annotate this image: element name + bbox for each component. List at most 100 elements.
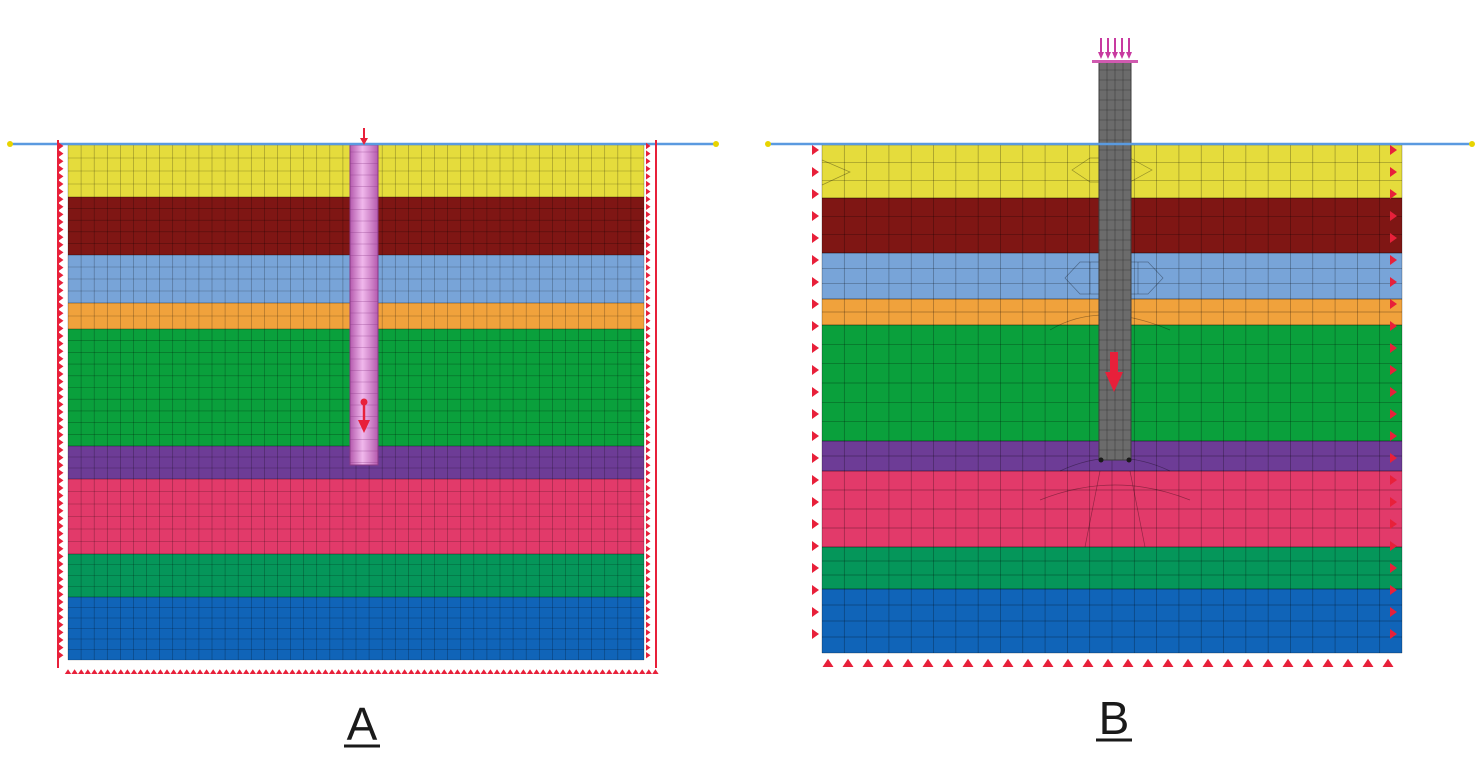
panel-a-left-support [59, 218, 64, 226]
panel-a-right-support [646, 424, 651, 431]
panel-a-right-support [646, 576, 651, 583]
panel-a-right-support [646, 393, 651, 400]
panel-b-bottom-support [1322, 658, 1334, 667]
panel-a-layer-9 [68, 597, 644, 660]
panel-b-right-support [1390, 585, 1397, 595]
panel-b-right-support [1390, 189, 1397, 199]
panel-a-right-support [646, 492, 651, 499]
panel-a-left-support [59, 644, 64, 651]
panel-a-left-support [59, 355, 64, 362]
panel-b-bottom-support [1362, 658, 1374, 667]
panel-a-bottom-support [368, 669, 375, 674]
panel-b-bottom-support [1342, 658, 1354, 667]
panel-a-model [7, 128, 719, 674]
panel-a-bottom-support [71, 669, 78, 674]
panel-b-right-support [1390, 167, 1397, 177]
panel-b-right-support [1390, 145, 1397, 155]
panel-b-bottom-support [1102, 658, 1114, 667]
panel-b-right-support [1390, 233, 1397, 243]
panel-a-left-support [59, 340, 64, 347]
panel-a-right-support [646, 386, 651, 393]
panel-a-right-support [646, 340, 651, 347]
panel-a-left-support [59, 226, 64, 233]
panel-b-bottom-support [942, 658, 954, 667]
panel-a-right-support [646, 287, 651, 294]
panel-b-bottom-support [922, 658, 934, 667]
panel-b-pile-grid [1099, 62, 1131, 460]
panel-b-bottom-support [1142, 658, 1154, 667]
panel-a-right-support [646, 249, 651, 256]
panel-b-left-support [812, 255, 819, 265]
panel-b-layer-8 [822, 547, 1402, 589]
panel-a-left-support [59, 652, 64, 659]
panel-a-right-support [646, 484, 651, 492]
panel-a-bottom-support [130, 669, 138, 674]
panel-a-bottom-support [632, 669, 639, 674]
panel-a-right-support [646, 218, 651, 226]
panel-a-bottom-support [163, 669, 171, 674]
panel-b-pile-cap-line [1092, 60, 1138, 63]
panel-a-bottom-support [282, 669, 289, 674]
panel-a-bottom-support [150, 669, 157, 674]
panel-b-left-support [812, 387, 819, 397]
panel-a-right-support [646, 196, 651, 203]
panel-a-right-support [646, 188, 651, 195]
panel-a-left-support [59, 621, 64, 628]
panel-a-right-support [646, 530, 651, 537]
panel-b-left-support [812, 145, 819, 155]
panel-a-bottom-support [619, 669, 626, 674]
panel-a-bottom-support [361, 669, 369, 674]
panel-a-left-support [59, 583, 64, 590]
panel-a-bottom-support [104, 669, 111, 674]
panel-b-bottom-support [1182, 658, 1194, 667]
panel-a-bottom-support [586, 669, 593, 674]
panel-b-bottom-support [1162, 658, 1174, 667]
panel-a-load-arrow-top [360, 128, 368, 145]
panel-a-bottom-support [190, 669, 197, 674]
panel-a-right-support [646, 355, 651, 362]
panel-a-bottom-support [375, 669, 382, 674]
panel-a-bottom-support [229, 669, 237, 674]
panel-a-left-support [59, 614, 64, 621]
panel-a-left-support [59, 310, 64, 317]
panel-a-right-support [646, 272, 651, 279]
panel-a-left-support [59, 378, 64, 385]
panel-a-bottom-support [203, 669, 210, 674]
panel-a-left-support [59, 173, 64, 180]
panel-a-right-support [646, 477, 651, 484]
panel-a-right-support [646, 568, 651, 575]
panel-a-bottom-support [652, 669, 659, 674]
panel-a-bottom-support [295, 669, 303, 674]
panel-a-left-support [59, 325, 64, 332]
panel-a-right-support [646, 173, 651, 180]
panel-a-right-support [646, 545, 651, 552]
panel-a-bottom-support [269, 669, 276, 674]
panel-b-bottom-support [902, 658, 914, 667]
panel-a-left-support [59, 158, 64, 165]
panel-a-right-supports [646, 140, 657, 668]
panel-a-bottom-support [559, 669, 567, 674]
panel-a-bottom-support [196, 669, 204, 674]
panel-a-right-support [646, 431, 651, 438]
panel-b-right-support [1390, 343, 1397, 353]
panel-b-left-support [812, 585, 819, 595]
panel-a-left-support [59, 424, 64, 431]
panel-a-left-support [59, 203, 64, 210]
panel-b-right-support [1390, 321, 1397, 331]
panel-a-bottom-support [289, 669, 296, 674]
panel-b-left-support [812, 233, 819, 243]
panel-a-right-support [646, 264, 651, 271]
panel-a-right-support [646, 158, 651, 165]
panel-a-right-support [646, 332, 651, 340]
panel-a-bottom-support [467, 669, 474, 674]
panel-a-right-support [646, 560, 651, 568]
panel-b-left-support [812, 167, 819, 177]
panel-b-pile [1092, 60, 1138, 463]
panel-b-left-support [812, 453, 819, 463]
panel-a-bottom-support [441, 669, 448, 674]
panel-a-right-support [646, 256, 651, 264]
panel-a-bottom-support [625, 669, 633, 674]
panel-a-right-support [646, 598, 651, 606]
panel-a-bottom-support [612, 669, 619, 674]
